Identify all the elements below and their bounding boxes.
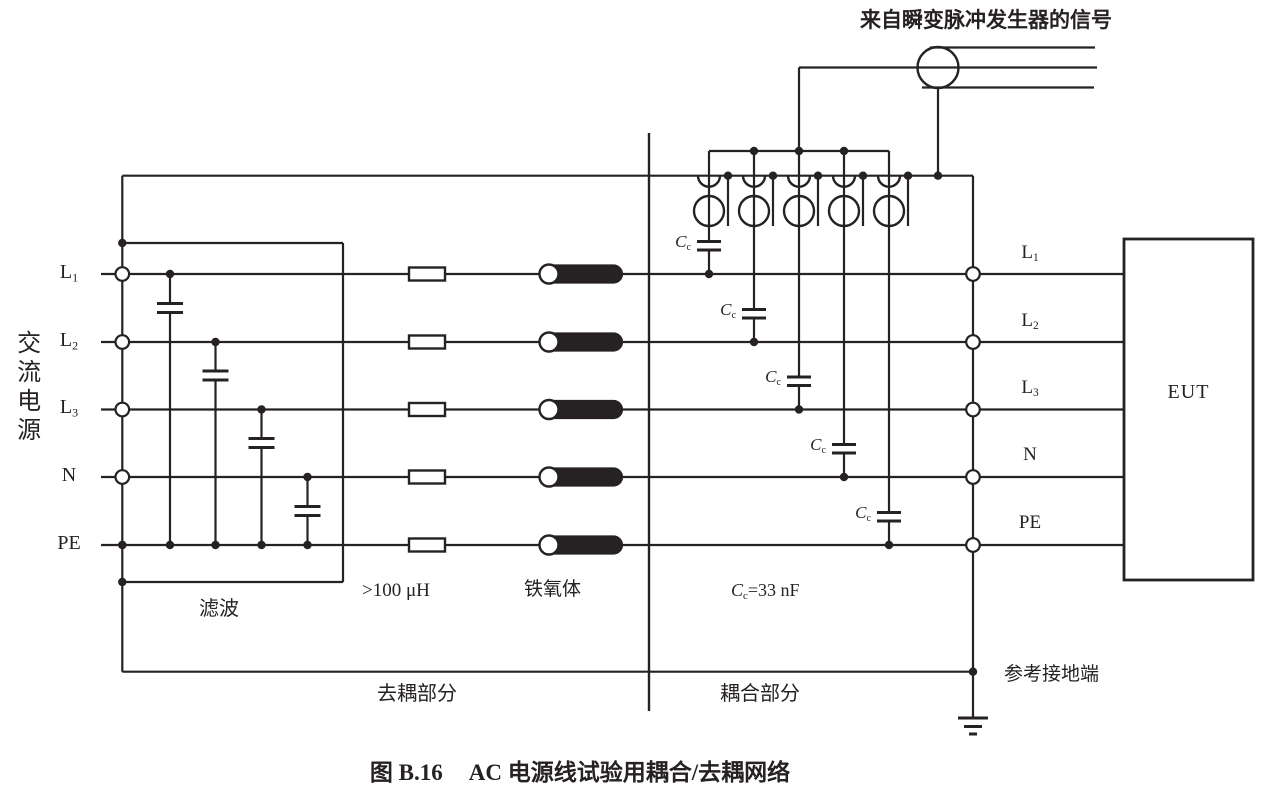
figure-caption: 图 B.16 AC 电源线试验用耦合/去耦网络 xyxy=(320,760,840,786)
filter-label: 滤波 xyxy=(199,598,239,620)
coupling-cap-label-n: Cc xyxy=(810,435,826,456)
switch-plug-circle xyxy=(827,194,861,228)
ferrite-n xyxy=(538,466,624,488)
filter-capacitor-4 xyxy=(294,477,321,545)
switch-contact-arc xyxy=(696,175,722,188)
terminal-right-n xyxy=(965,469,981,485)
switch-contact-arc xyxy=(786,175,812,188)
figure-caption-title: AC 电源线试验用耦合/去耦网络 xyxy=(468,760,791,785)
inductor-l3 xyxy=(407,401,447,418)
line-label-right-l3: L3 xyxy=(1021,377,1039,400)
line-label-left-n: N xyxy=(61,464,77,486)
line-label-right-l2: L2 xyxy=(1021,310,1039,333)
inductor-l1 xyxy=(407,266,447,282)
ac-source-label: 交流电源 xyxy=(12,330,39,446)
line-label-right-pe: PE xyxy=(1018,512,1042,533)
filter-capacitors xyxy=(157,274,321,545)
figure-caption-number: 图 B.16 xyxy=(369,760,443,785)
switch-contact-arc xyxy=(831,175,857,188)
line-label-left-l2: L2 xyxy=(59,329,79,353)
ferrite-l2 xyxy=(538,331,624,353)
switch-plug-circle xyxy=(872,194,906,228)
terminal-right-l3 xyxy=(965,401,981,418)
network-enclosure-box xyxy=(121,174,975,718)
decoupling-section-label: 去耦部分 xyxy=(377,683,457,705)
inductor-l2 xyxy=(407,334,447,350)
ferrite-beads xyxy=(538,263,624,556)
eut-label: EUT xyxy=(1167,381,1210,403)
junction-dots xyxy=(118,146,978,676)
switch-plug-circle xyxy=(737,194,771,228)
inductor-pe xyxy=(407,537,447,553)
line-label-left-pe: PE xyxy=(57,532,81,554)
filter-capacitor-1 xyxy=(157,274,183,545)
coupling-cap-value-label: Cc=33 nF xyxy=(731,580,800,603)
coupling-unit-l1 xyxy=(692,151,730,274)
coupling-cap-label-pe: Cc xyxy=(855,503,871,524)
coupling-cap-label-l2: Cc xyxy=(720,300,736,321)
terminal-right-l2 xyxy=(965,334,981,350)
ferrite-l1 xyxy=(538,263,624,285)
terminal-right-l1 xyxy=(965,266,981,282)
inductance-value-label: >100 μH xyxy=(362,580,430,601)
filter-box xyxy=(122,241,345,584)
generator-signal-label: 来自瞬变脉冲发生器的信号 xyxy=(860,8,1112,32)
terminal-left-l3 xyxy=(114,401,131,418)
ground-symbol-icon xyxy=(958,716,988,736)
terminal-left-n xyxy=(114,469,131,485)
line-label-right-l1: L1 xyxy=(1021,242,1039,265)
filter-capacitor-2 xyxy=(202,342,229,545)
coupling-units xyxy=(692,151,910,545)
terminal-right-pe xyxy=(965,537,981,553)
switch-contact-arc xyxy=(741,175,767,188)
coupling-cap-label-l1: Cc xyxy=(675,232,691,253)
generator-coax-connector xyxy=(797,45,1097,176)
line-label-left-l3: L3 xyxy=(59,396,79,420)
reference-ground-label: 参考接地端 xyxy=(1004,664,1100,685)
inductor-n xyxy=(407,469,447,485)
switch-plug-circle xyxy=(782,194,816,228)
coupling-unit-l3 xyxy=(782,151,820,410)
coupling-cap-label-l3: Cc xyxy=(765,367,781,388)
ferrite-label: 铁氧体 xyxy=(524,579,582,600)
ferrite-pe xyxy=(538,534,624,556)
switch-plug-circle xyxy=(692,194,726,228)
terminals xyxy=(114,266,981,553)
line-label-left-l1: L1 xyxy=(59,261,79,285)
decoupling-inductors xyxy=(407,266,447,553)
coupling-unit-l2 xyxy=(737,151,775,342)
coupling-unit-pe xyxy=(872,151,910,545)
coupling-unit-n xyxy=(827,151,865,477)
switch-contact-arc xyxy=(876,175,902,188)
line-label-right-n: N xyxy=(1023,444,1037,465)
terminal-left-l2 xyxy=(114,334,131,350)
ferrite-l3 xyxy=(538,398,624,421)
eut-box xyxy=(1122,237,1255,582)
filter-capacitor-3 xyxy=(248,409,275,545)
coupling-section-label: 耦合部分 xyxy=(720,683,800,705)
terminal-left-pe xyxy=(118,540,127,550)
terminal-left-l1 xyxy=(114,266,131,282)
